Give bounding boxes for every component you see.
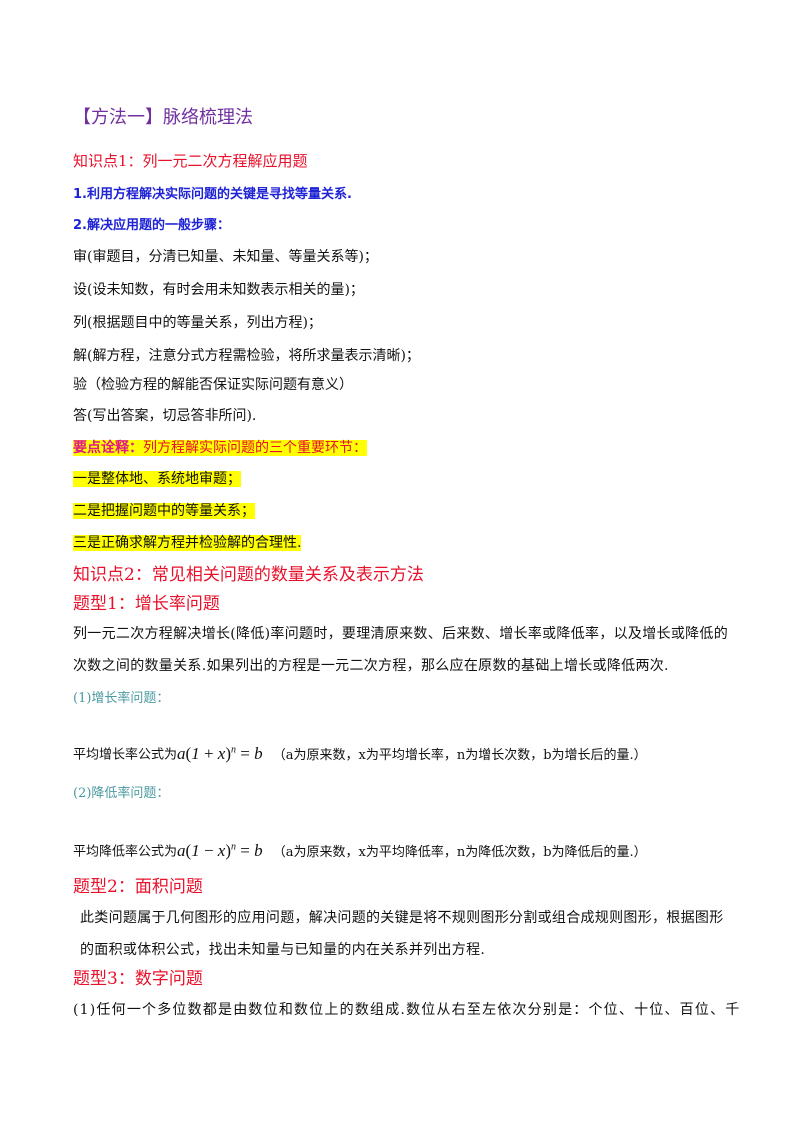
step-list: 列(根据题目中的等量关系，列出方程)；: [73, 315, 322, 331]
decline-formula-line: 平均降低率公式为a(1 − x)n = b （a为原来数，x为平均降低率，n为降…: [73, 837, 647, 863]
growth-formula-line: 平均增长率公式为a(1 + x)n = b （a为原来数，x为平均增长率，n为增…: [73, 740, 647, 766]
growth-formula-prefix: 平均增长率公式为: [73, 747, 178, 763]
growth-formula: a(1 + x)n = b: [177, 743, 263, 763]
step-solve: 解(解方程，注意分式方程需检验，将所求量表示清晰)；: [73, 348, 420, 364]
type-2-paragraph: 此类问题属于几何图形的应用问题，解决问题的关键是将不规则图形分割或组合成规则图形…: [80, 910, 724, 958]
step-review: 审(审题目，分清已知量、未知量、等量关系等)；: [73, 249, 378, 265]
key-item-3: 三是正确求解方程并检验解的合理性.: [73, 533, 302, 553]
key-points-label: 要点诠释：: [73, 440, 143, 456]
method-title: 【方法一】脉络梳理法: [73, 107, 253, 128]
knowledge-point-2-title: 知识点2：常见相关问题的数量关系及表示方法: [73, 565, 424, 585]
type-1-title: 题型1：增长率问题: [73, 594, 220, 614]
decline-formula-prefix: 平均降低率公式为: [73, 844, 178, 860]
point-2: 2.解决应用题的一般步骤：: [73, 218, 230, 233]
type-1-paragraph: 列一元二次方程解决增长(降低)率问题时，要理清原来数、后来数、增长率或降低率，以…: [73, 626, 729, 674]
key-item-3-text: 三是正确求解方程并检验解的合理性.: [73, 535, 302, 551]
key-item-1-text: 一是整体地、系统地审题；: [73, 471, 241, 487]
key-item-1: 一是整体地、系统地审题；: [73, 469, 241, 489]
decline-formula: a(1 − x)n = b: [177, 840, 263, 860]
decline-label: (2)降低率问题：: [73, 786, 170, 801]
decline-note: （a为原来数，x为平均降低率，n为降低次数，b为降低后的量.）: [272, 844, 647, 860]
growth-note: （a为原来数，x为平均增长率，n为增长次数，b为增长后的量.）: [272, 747, 647, 763]
key-points-header: 要点诠释：列方程解实际问题的三个重要环节：: [73, 438, 367, 458]
knowledge-point-1-title: 知识点1：列一元二次方程解应用题: [73, 152, 308, 170]
key-points-text: 列方程解实际问题的三个重要环节：: [143, 440, 367, 456]
key-item-2: 二是把握问题中的等量关系；: [73, 501, 255, 521]
key-item-2-text: 二是把握问题中的等量关系；: [73, 503, 255, 519]
step-answer: 答(写出答案，切忌答非所问).: [73, 408, 257, 424]
step-assume: 设(设未知数，有时会用未知数表示相关的量)；: [73, 282, 364, 298]
type-3-title: 题型3：数字问题: [73, 969, 203, 989]
type-3-paragraph: (1)任何一个多位数都是由数位和数位上的数组成.数位从右至左依次分别是：个位、十…: [73, 1002, 741, 1018]
step-check: 验（检验方程的解能否保证实际问题有意义）: [73, 377, 353, 393]
type-2-title: 题型2：面积问题: [73, 877, 203, 897]
growth-label: (1)增长率问题：: [73, 691, 170, 706]
point-1: 1.利用方程解决实际问题的关键是寻找等量关系.: [73, 187, 352, 202]
